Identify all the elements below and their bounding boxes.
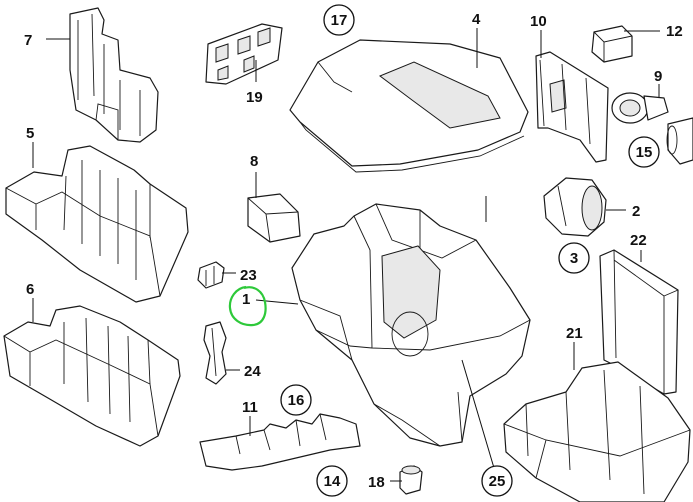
label-5: 5 (26, 125, 34, 142)
part-23 (197, 261, 225, 289)
label-23: 23 (240, 267, 257, 284)
label-19: 19 (246, 89, 263, 106)
part-21 (503, 361, 691, 502)
part-18 (399, 465, 423, 495)
label-6: 6 (26, 281, 34, 298)
part-8 (247, 193, 301, 243)
label-14: 14 (324, 473, 341, 490)
label-22: 22 (630, 232, 647, 249)
part-7 (69, 7, 159, 143)
label-1: 1 (242, 291, 250, 308)
part-22 (599, 249, 679, 395)
part-9 (611, 92, 669, 124)
label-16: 16 (288, 392, 305, 409)
label-10: 10 (530, 13, 547, 30)
label-2: 2 (632, 203, 640, 220)
label-18: 18 (368, 474, 385, 491)
part-6 (3, 305, 181, 447)
part-2 (543, 177, 607, 237)
label-15: 15 (636, 144, 653, 161)
part-24 (203, 321, 227, 385)
part-15-shape (666, 117, 693, 165)
part-10 (535, 51, 609, 163)
part-5 (5, 145, 189, 303)
part-12 (591, 25, 633, 63)
label-7: 7 (24, 32, 32, 49)
label-11: 11 (242, 399, 258, 416)
label-24: 24 (244, 363, 261, 380)
label-4: 4 (472, 11, 481, 28)
label-25: 25 (489, 473, 506, 490)
label-21: 21 (566, 325, 583, 342)
label-8: 8 (250, 153, 258, 170)
part-11 (199, 413, 361, 471)
label-3: 3 (570, 250, 578, 267)
part-4 (289, 39, 529, 173)
callout-labels: 7 5 6 19 4 10 12 9 2 8 23 1 22 24 21 11 … (24, 11, 683, 491)
label-17: 17 (331, 12, 348, 29)
label-9: 9 (654, 68, 662, 85)
part-1 (291, 203, 531, 447)
part-19 (205, 23, 283, 85)
circled-labels: 17 15 3 16 14 25 (280, 4, 660, 497)
leader-lines (32, 28, 660, 482)
highlight-circle (228, 285, 267, 327)
label-12: 12 (666, 23, 683, 40)
